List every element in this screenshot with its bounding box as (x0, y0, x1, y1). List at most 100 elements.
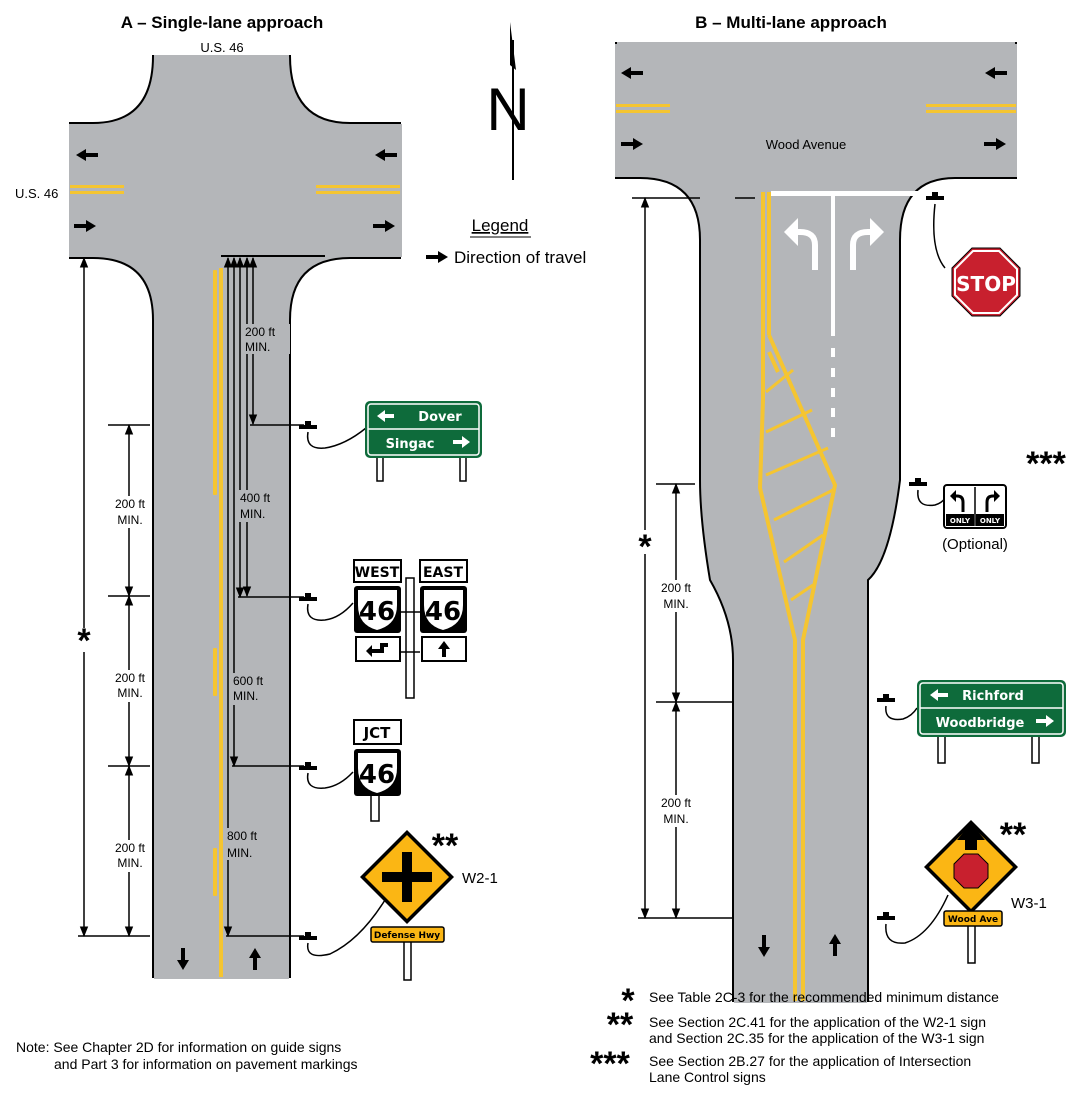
sign-mount-guide-b (877, 694, 895, 702)
double-asterisk-b: ** (1000, 816, 1027, 854)
footnote-1: See Table 2C-3 for the recommended minim… (649, 989, 999, 1005)
sign-mount-lane-control (909, 478, 927, 486)
legend-item: Direction of travel (454, 248, 586, 267)
only-right: ONLY (980, 517, 1001, 525)
dim-b-200-b: 200 ft (661, 796, 692, 810)
guide-sign-richford-woodbridge: Richford Woodbridge (917, 680, 1066, 764)
dim-left-200-b: 200 ft (115, 671, 146, 685)
footnote-mark-3: *** (590, 1045, 630, 1083)
sign-mount-stop (926, 192, 944, 200)
legend-title: Legend (472, 216, 529, 235)
right-arrow-icon (453, 436, 470, 448)
dim-b-200-b-min: MIN. (663, 812, 688, 826)
panel-b-title: B – Multi-lane approach (695, 13, 887, 32)
route-number-west: 46 (359, 597, 395, 627)
left-turn-arrow-icon (950, 490, 956, 502)
only-left: ONLY (950, 517, 971, 525)
lane-line (831, 196, 835, 336)
dim-400: 400 ft (240, 491, 271, 505)
asterisk-a: * (77, 622, 91, 660)
dim-200-a-min: MIN. (245, 340, 270, 354)
footnotes: * See Table 2C-3 for the recommended min… (590, 982, 999, 1085)
cardinal-west: WEST (355, 565, 400, 581)
note: Note: See Chapter 2D for information on … (16, 1039, 358, 1072)
road-label-top: U.S. 46 (200, 40, 243, 55)
up-arrow-icon (438, 641, 450, 657)
stop-ahead-arrow-icon (957, 823, 985, 850)
footnote-3a: See Section 2B.27 for the application of… (649, 1053, 971, 1069)
us-shield-icon (358, 590, 397, 630)
note-line2: and Part 3 for information on pavement m… (54, 1056, 358, 1072)
warning-sign-w2-1: Defense Hwy W2-1 ** (360, 827, 498, 981)
dim-600: 600 ft (233, 674, 264, 688)
triple-asterisk-b: *** (1026, 445, 1066, 483)
us-shield-icon (358, 753, 397, 793)
warning-plaque-a: Defense Hwy (374, 931, 440, 941)
centerline-approach-a (213, 268, 223, 977)
sign-mount-4 (299, 932, 317, 940)
road-label-b: Wood Avenue (766, 137, 846, 152)
panel-a-title: A – Single-lane approach (121, 13, 323, 32)
footnote-3b: Lane Control signs (649, 1069, 766, 1085)
pavement-b (615, 42, 1017, 1002)
left-turn-arrow-icon (366, 643, 388, 657)
guide-sign-dover-singac: Dover Singac (365, 401, 482, 482)
sign-code-w2-1: W2-1 (462, 870, 498, 887)
sign-mount-3 (299, 762, 317, 770)
warning-sign-w3-1: Wood Ave W3-1 ** (924, 816, 1047, 964)
north-label: N (486, 76, 529, 143)
sign-leaders-a (306, 427, 386, 957)
dim-left-200-b-min: MIN. (117, 686, 142, 700)
dim-left-200-c: 200 ft (115, 841, 146, 855)
dim-800-min: MIN. (227, 846, 252, 860)
stop-line (771, 191, 919, 196)
legend: Legend Direction of travel (426, 216, 586, 267)
dim-left-200-c-min: MIN. (117, 856, 142, 870)
dim-b-200-a: 200 ft (661, 581, 692, 595)
jct-sign-assembly: JCT 46 (353, 719, 402, 822)
dim-b-200-a-min: MIN. (663, 597, 688, 611)
panel-b: B – Multi-lane approach (615, 13, 1067, 1003)
guide-sign-b-line1: Richford (962, 689, 1024, 704)
dim-800: 800 ft (227, 829, 258, 843)
sign-mount-2 (299, 593, 317, 601)
route-sign-assembly: WEST 46 EAST 46 (353, 559, 468, 699)
approach-markings-b (757, 192, 838, 1001)
stop-sign: STOP (951, 247, 1021, 317)
dim-200-a: 200 ft (245, 325, 276, 339)
footnote-2a: See Section 2C.41 for the application of… (649, 1014, 986, 1030)
double-asterisk-a: ** (432, 827, 459, 865)
right-arrow-icon (1036, 715, 1054, 727)
right-turn-arrow-icon (994, 490, 1000, 502)
us-shield-icon (424, 590, 463, 630)
dim-left-200-a: 200 ft (115, 497, 146, 511)
asterisk-b: * (638, 528, 652, 566)
sign-mount-w3-1 (877, 912, 895, 920)
pavement-arrow-right-turn (850, 229, 878, 270)
dim-600-min: MIN. (233, 689, 258, 703)
guide-sign-b-line2: Woodbridge (936, 716, 1025, 731)
footnote-2b: and Section 2C.35 for the application of… (649, 1030, 984, 1046)
note-line1: Note: See Chapter 2D for information on … (16, 1039, 341, 1055)
stop-label: STOP (956, 272, 1016, 296)
footnote-mark-1: * (621, 982, 635, 1020)
guide-sign-line1: Dover (418, 410, 462, 425)
dimensions-a-left (78, 256, 150, 938)
sign-code-w3-1: W3-1 (1011, 895, 1047, 912)
north-arrow: N (486, 22, 530, 180)
sign-mount-1 (299, 421, 317, 429)
centerline-crossroad-a (70, 185, 400, 194)
centerline-crossroad-b (616, 104, 1016, 113)
lane-dots (831, 348, 835, 437)
route-number-jct: 46 (359, 760, 395, 790)
left-arrow-icon (377, 410, 394, 422)
left-arrow-icon (930, 689, 948, 701)
route-number-east: 46 (425, 597, 461, 627)
optional-label: (Optional) (942, 536, 1008, 553)
cardinal-east: EAST (423, 565, 463, 581)
jct-label: JCT (363, 724, 392, 742)
lane-control-sign: ONLY ONLY (943, 484, 1007, 529)
guide-sign-line2: Singac (386, 437, 435, 452)
panel-a: A – Single-lane approach U.S. 46 U.S. 46 (15, 13, 498, 981)
